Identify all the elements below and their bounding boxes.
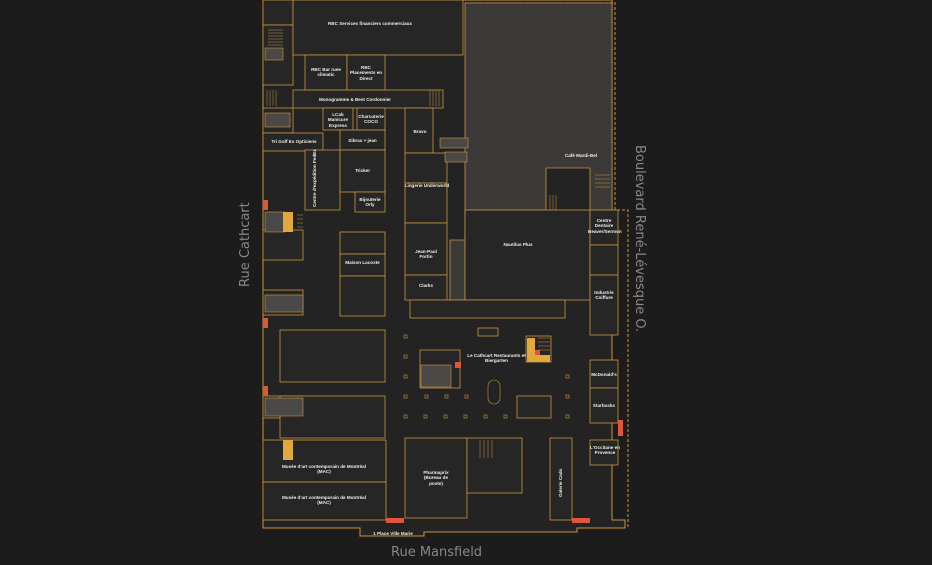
store-label: Musée d'art contemporain de Montréal (MA… (281, 495, 367, 506)
store-label: Lingerie Underworld (404, 183, 450, 188)
store-label: Sibrax + jean (348, 138, 377, 143)
store-label: Bravo (413, 129, 427, 134)
store-label: Le Cathcart Restaurants et Biergarten (467, 353, 526, 364)
store-label: RBC Services financiers commerciaux (327, 21, 412, 26)
store-label: McDonald's (591, 372, 617, 377)
store-label: Industrie Coiffure (594, 290, 614, 301)
store-label: RBC Bar ruee climatic (311, 67, 341, 78)
store-label: Centre Dentaire Beaver/Sermon (588, 218, 622, 234)
store-label: Monogramme & Best Cordonnier (319, 97, 391, 102)
store-label: RBC Placements en Direct (349, 65, 383, 81)
store-label: Jean-Paul Fortin (415, 249, 437, 260)
store-label: Clarks (418, 283, 434, 288)
entrance-markers (263, 200, 623, 523)
store-label: Pharmaprix (Bureau de poste) (423, 470, 449, 486)
service-blocks (264, 47, 469, 417)
store-label: Galerie Cado (558, 468, 563, 497)
store-label: Tricker (354, 168, 371, 173)
property-boundary (614, 2, 629, 528)
street-label-south: Rue Mansfield (391, 545, 483, 560)
store-label: Bijouterie Orly (359, 197, 381, 208)
store-label: Charcuterie COCO (358, 114, 384, 125)
food-court-tables (403, 334, 570, 419)
street-label-east: Boulevard René-Lévesque O. (632, 145, 647, 333)
store-label: Tri Golf Ex Opticiens (271, 139, 317, 144)
store-label: Nautilus Plus (503, 242, 533, 247)
store-label: Starbucks (592, 403, 616, 408)
rooms (262, 0, 619, 521)
location-label: 1 Place Ville Marie (373, 531, 413, 536)
accent-markers (283, 212, 550, 460)
street-label-west: Rue Cathcart (238, 202, 253, 287)
store-label: Maison Lacoste (345, 260, 380, 265)
store-label: Centre d'expédition FedEx (312, 149, 317, 207)
store-label: L'Occitane en Provence (590, 445, 620, 456)
store-label: LCab Manicure Express (327, 112, 349, 128)
store-label: Musée d'art contemporain de Montréal (MA… (281, 464, 367, 475)
stairs (266, 29, 610, 458)
store-label: Café Mardi-Bel (564, 153, 598, 158)
